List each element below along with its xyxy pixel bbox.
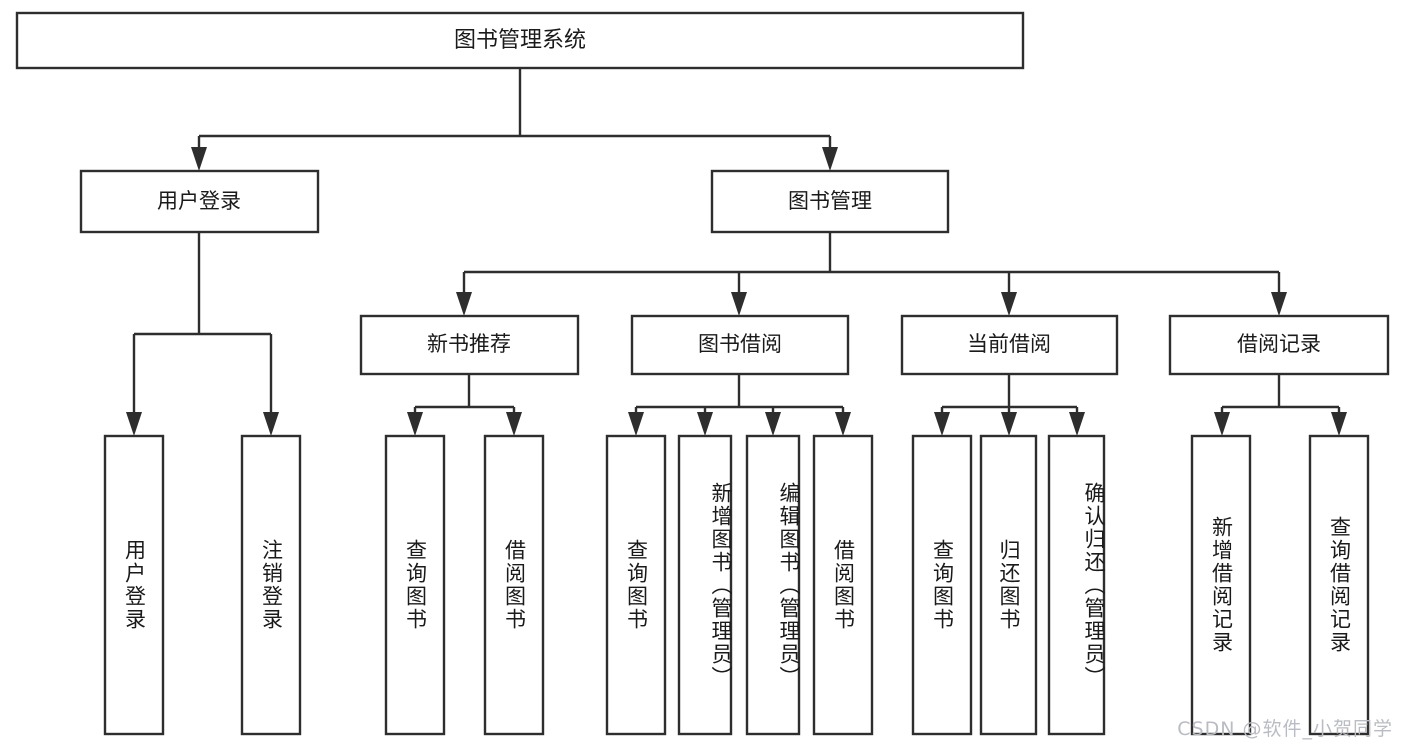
- arrow-head-bb-leaf4: [835, 412, 851, 436]
- node-new-book-recommend-box[interactable]: [359, 314, 580, 376]
- node-book-borrow[interactable]: 图书借阅: [630, 314, 850, 376]
- node-new-book-recommend-label: 新书推荐: [427, 332, 511, 356]
- arrow-head-borrow-record: [1271, 292, 1287, 316]
- node-borrow-record-box[interactable]: [1168, 314, 1390, 376]
- node-borrow-record-label: 借阅记录: [1237, 332, 1321, 356]
- node-book-manage[interactable]: 图书管理: [710, 169, 950, 234]
- arrow-head-bb-leaf2: [697, 412, 713, 436]
- arrow-head-cb-leaf2: [1001, 412, 1017, 436]
- arrow-head-br-leaf2: [1331, 412, 1347, 436]
- leaf-box-br-query[interactable]: [1308, 434, 1370, 736]
- connector-group-current-borrow: [934, 374, 1085, 436]
- arrow-head-br-leaf1: [1214, 412, 1230, 436]
- leaf-boxes-new-book-recommend[interactable]: [384, 434, 545, 736]
- node-current-borrow-box[interactable]: [900, 314, 1119, 376]
- connector-group-user-login: [126, 232, 279, 436]
- node-user-login[interactable]: 用户登录: [79, 169, 320, 234]
- arrow-head-bb-leaf1: [628, 412, 644, 436]
- node-book-borrow-label: 图书借阅: [698, 332, 782, 356]
- arrow-head-cb-leaf3: [1069, 412, 1085, 436]
- arrow-head-cb-leaf1: [934, 412, 950, 436]
- leaf-box-cb-return[interactable]: [979, 434, 1038, 736]
- arrow-head-nb-leaf1: [407, 412, 423, 436]
- node-user-login-label: 用户登录: [157, 189, 241, 213]
- node-book-manage-label: 图书管理: [788, 189, 872, 213]
- leaf-box-cb-query[interactable]: [911, 434, 973, 736]
- leaf-boxes-book-borrow[interactable]: [605, 434, 874, 736]
- leaf-box-nb-borrow[interactable]: [483, 434, 545, 736]
- leaf-box-bb-query[interactable]: [605, 434, 667, 736]
- leaf-box-nb-query[interactable]: [384, 434, 446, 736]
- leaf-box-cb-confirm[interactable]: [1047, 434, 1106, 736]
- leaf-box-bb-edit[interactable]: [745, 434, 801, 736]
- arrow-head-current-borrow: [1001, 292, 1017, 316]
- arrow-head-nb-leaf2: [506, 412, 522, 436]
- arrow-head-leaf-user-login: [126, 412, 142, 436]
- arrow-head-book-manage: [822, 147, 838, 171]
- connector-group-book-borrow: [628, 374, 851, 436]
- arrow-head-book-borrow: [731, 292, 747, 316]
- leaf-box-bb-add[interactable]: [677, 434, 733, 736]
- leaf-boxes-borrow-record[interactable]: [1190, 434, 1370, 736]
- leaf-box-br-add[interactable]: [1190, 434, 1252, 736]
- node-current-borrow-label: 当前借阅: [967, 332, 1051, 356]
- leaf-box-logout[interactable]: [240, 434, 302, 736]
- arrow-head-bb-leaf3: [765, 412, 781, 436]
- node-root[interactable]: 图书管理系统: [15, 11, 1025, 70]
- node-borrow-record[interactable]: 借阅记录: [1168, 314, 1390, 376]
- node-root-label: 图书管理系统: [454, 28, 586, 53]
- leaf-boxes-current-borrow[interactable]: [911, 434, 1106, 736]
- node-new-book-recommend[interactable]: 新书推荐: [359, 314, 580, 376]
- arrow-head-user-login: [191, 147, 207, 171]
- node-book-borrow-box[interactable]: [630, 314, 850, 376]
- connector-group-root: [191, 68, 838, 171]
- leaf-boxes-user-login[interactable]: [103, 434, 302, 736]
- node-current-borrow[interactable]: 当前借阅: [900, 314, 1119, 376]
- node-user-login-box[interactable]: [79, 169, 320, 234]
- node-root-box[interactable]: [15, 11, 1025, 70]
- node-book-manage-box[interactable]: [710, 169, 950, 234]
- connector-group-borrow-record: [1214, 374, 1347, 436]
- arrow-head-leaf-logout: [263, 412, 279, 436]
- arrow-head-new-book: [456, 292, 472, 316]
- leaf-box-bb-borrow[interactable]: [812, 434, 874, 736]
- leaf-box-user-login[interactable]: [103, 434, 165, 736]
- connector-group-new-book: [407, 374, 522, 436]
- connector-group-book-manage: [456, 232, 1287, 316]
